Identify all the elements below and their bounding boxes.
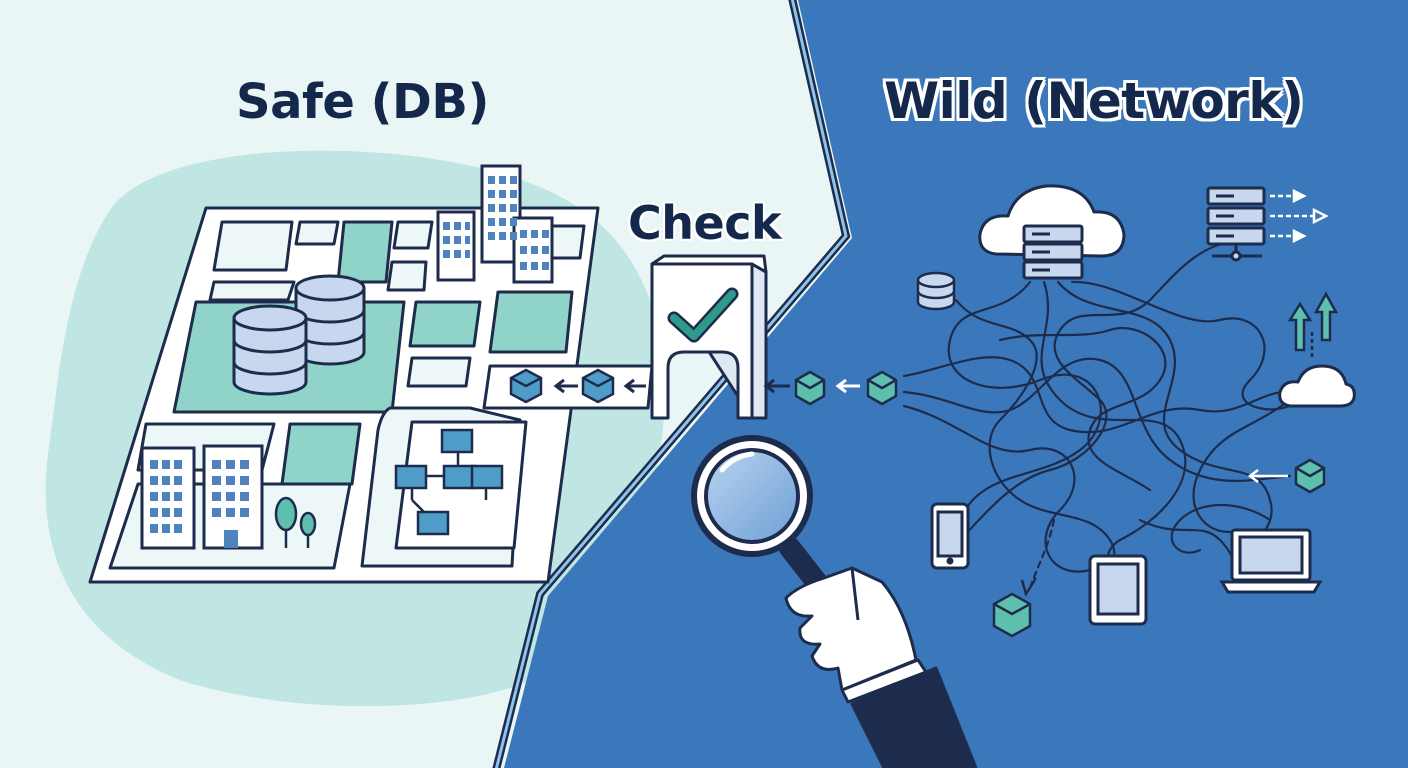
building-windows xyxy=(150,460,249,548)
data-packet-icon xyxy=(1294,458,1326,494)
flowchart-icon xyxy=(394,428,504,536)
data-packet-icon xyxy=(866,370,898,406)
database-icon xyxy=(232,304,308,396)
checkpoint-gate xyxy=(650,254,768,420)
wild-network-label: Wild (Network) xyxy=(884,72,1304,130)
packet-arrow xyxy=(1247,469,1288,483)
data-packet-icon xyxy=(794,370,826,406)
inbound-packets-wild xyxy=(763,370,898,406)
database-stack xyxy=(232,274,366,396)
database-icon xyxy=(916,271,956,311)
building-windows xyxy=(443,176,549,270)
check-label: Check xyxy=(628,196,782,250)
magnifying-glass-icon xyxy=(691,435,837,605)
data-packet-icon xyxy=(509,368,543,404)
tangled-network xyxy=(902,240,1302,590)
tablet-icon xyxy=(1088,554,1148,626)
wild-background xyxy=(504,0,1408,768)
data-packet-icon xyxy=(581,368,615,404)
cloud-icon xyxy=(1278,364,1356,408)
laptop-icon xyxy=(1219,528,1323,594)
smartphone-icon xyxy=(930,502,970,570)
cloud-server-icon xyxy=(978,184,1126,280)
tree-icon xyxy=(274,496,317,548)
outbound-arrows xyxy=(1270,188,1329,244)
safe-db-label: Safe (DB) xyxy=(236,74,489,130)
data-packet-icon xyxy=(992,592,1032,638)
hand-icon xyxy=(784,566,978,768)
inbound-packets-safe xyxy=(509,368,646,404)
server-rack-icon xyxy=(1206,186,1266,262)
upload-arrows-icon xyxy=(1287,291,1339,360)
